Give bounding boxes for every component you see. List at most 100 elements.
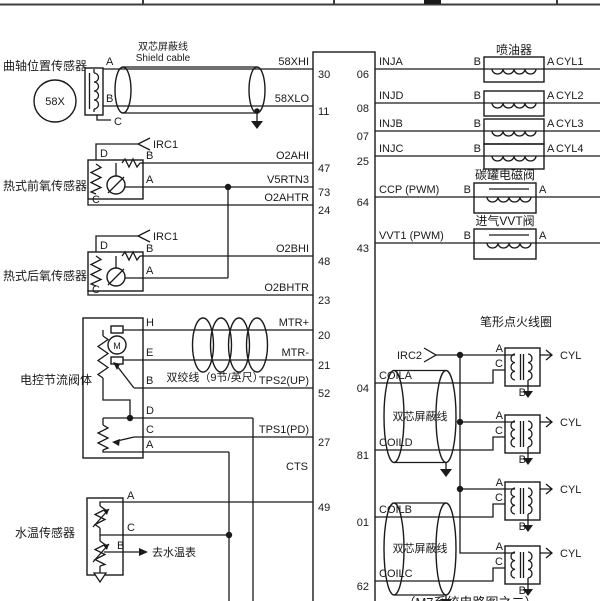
signal-label: COILB	[379, 504, 412, 516]
resistor-icon	[89, 163, 103, 195]
solenoid-icon	[486, 188, 532, 203]
signal-label: O2AHI	[276, 150, 309, 162]
pin-number: 21	[318, 360, 330, 372]
wiper-arrow-icon	[112, 439, 120, 446]
pin-number: 73	[318, 187, 330, 199]
pencil-coil: A C B CYL	[495, 410, 581, 466]
canister-valve: 碳罐电磁阀 64 CCP (PWM) B A	[357, 167, 600, 214]
thermistor-icon	[93, 505, 107, 529]
crank-sensor: 曲轴位置传感器 58X A B C 双芯屏蔽线 Shield cable	[3, 40, 313, 129]
pin-label: B	[474, 56, 481, 68]
pin-label: C	[495, 556, 503, 568]
twisted-pair-icon	[245, 317, 269, 373]
pin-label: C	[146, 424, 154, 436]
pin-label: D	[146, 405, 154, 417]
cylinder-label: CYL	[560, 548, 581, 560]
signal-label: CCP (PWM)	[379, 184, 439, 196]
ground-icon	[523, 458, 533, 465]
cylinder-label: CYL	[560, 350, 581, 362]
water-temp-sensor: 水温传感器 去水温表 A C B	[15, 490, 313, 584]
signal-label: INJB	[379, 118, 403, 130]
connector-chevron-icon	[136, 137, 151, 151]
shield-cable: 双芯屏蔽线	[383, 369, 457, 477]
throttle-body: 电控节流阀体 M 双绞线（9节/英尺） H E B D C A	[20, 317, 313, 601]
junction-dot	[225, 531, 233, 539]
transformer-icon	[510, 487, 533, 515]
pin-label: C	[495, 358, 503, 370]
pencil-coil: A C B CYL	[495, 541, 581, 597]
wheel-label: 58X	[45, 96, 65, 108]
coil-icon	[491, 68, 537, 75]
signal-label: 58XLO	[275, 93, 310, 105]
signal-label: INJC	[379, 143, 404, 155]
cylinder-label: CYL4	[556, 143, 584, 155]
motor-label: M	[113, 341, 121, 351]
twisted-pair-label: 双绞线（9节/英尺）	[166, 370, 263, 384]
pin-number: 47	[318, 163, 330, 175]
transformer-icon	[510, 353, 533, 381]
pin-label: B	[519, 454, 526, 466]
pin-number: 11	[318, 106, 329, 118]
pin-label: A	[146, 174, 154, 186]
irc-label: IRC2	[397, 350, 422, 362]
ignition-coils: 笔形点火线圈 COILA 04 COILD 81 COILB 01 COILC …	[357, 314, 581, 601]
pin-label: A	[496, 541, 504, 553]
signal-label: INJD	[379, 90, 404, 102]
pin-number: 52	[318, 388, 330, 400]
pin-number: 25	[357, 156, 369, 168]
signal-label: O2AHTR	[264, 192, 309, 204]
component-label: 热式后氧传感器	[3, 268, 87, 283]
arrow-icon	[139, 548, 148, 556]
pin-label: A	[146, 439, 154, 451]
vvt-valve: 进气VVT阀 43 VVT1 (PWM) B A	[357, 213, 600, 260]
irc-label: IRC1	[153, 139, 178, 151]
ground-icon	[251, 121, 263, 129]
shield-label: 双芯屏蔽线	[393, 409, 448, 423]
pin-label: A	[547, 90, 555, 102]
pin-label: A	[146, 265, 154, 277]
pin-label: B	[474, 118, 481, 130]
pin-label: B	[519, 585, 526, 597]
ecu-left-pins: 58XHI 30 58XLO 11 O2AHI 47 V5RTN3 73 O2A…	[259, 56, 330, 514]
signal-label: INJA	[379, 56, 404, 68]
pin-label: B	[519, 521, 526, 533]
pin-number: 24	[318, 205, 330, 217]
pin-label: B	[146, 243, 153, 255]
pin-label: C	[495, 492, 503, 504]
pin-label: A	[496, 343, 504, 355]
pin-number: 20	[318, 330, 330, 342]
pin-number: 48	[318, 256, 330, 268]
pin-number: 27	[318, 437, 330, 449]
pin-number: 81	[357, 450, 369, 462]
pin-label: A	[547, 56, 555, 68]
shield-label-cn: 双芯屏蔽线	[138, 40, 188, 53]
transformer-icon	[510, 420, 533, 448]
pin-label: C	[495, 425, 503, 437]
pin-label: E	[146, 347, 153, 359]
header-row	[0, 0, 600, 6]
pin-label: A	[127, 490, 135, 502]
potentiometer-icon	[96, 424, 110, 451]
pin-number: 07	[357, 131, 369, 143]
wiper-arrow-icon	[113, 362, 120, 370]
pin-label: B	[146, 375, 153, 387]
twisted-pair-icon	[191, 317, 215, 373]
transformer-icon	[510, 551, 533, 579]
ground-icon	[92, 572, 108, 584]
resistor-icon	[121, 157, 141, 169]
potentiometer-icon	[96, 335, 110, 379]
signal-label: COILD	[379, 437, 413, 449]
twisted-pair-icon	[209, 317, 233, 373]
pin-label: A	[496, 477, 504, 489]
shield-label: 双芯屏蔽线	[393, 541, 448, 555]
cylinder-label: CYL1	[556, 56, 584, 68]
component-label: 碳罐电磁阀	[475, 167, 535, 182]
pin-number: 64	[357, 197, 369, 209]
junction-dot	[456, 485, 464, 493]
signal-label: 58XHI	[278, 56, 309, 68]
pin-number: 23	[318, 295, 330, 307]
pin-label: H	[146, 317, 154, 329]
connector-chevron-icon	[423, 347, 438, 363]
